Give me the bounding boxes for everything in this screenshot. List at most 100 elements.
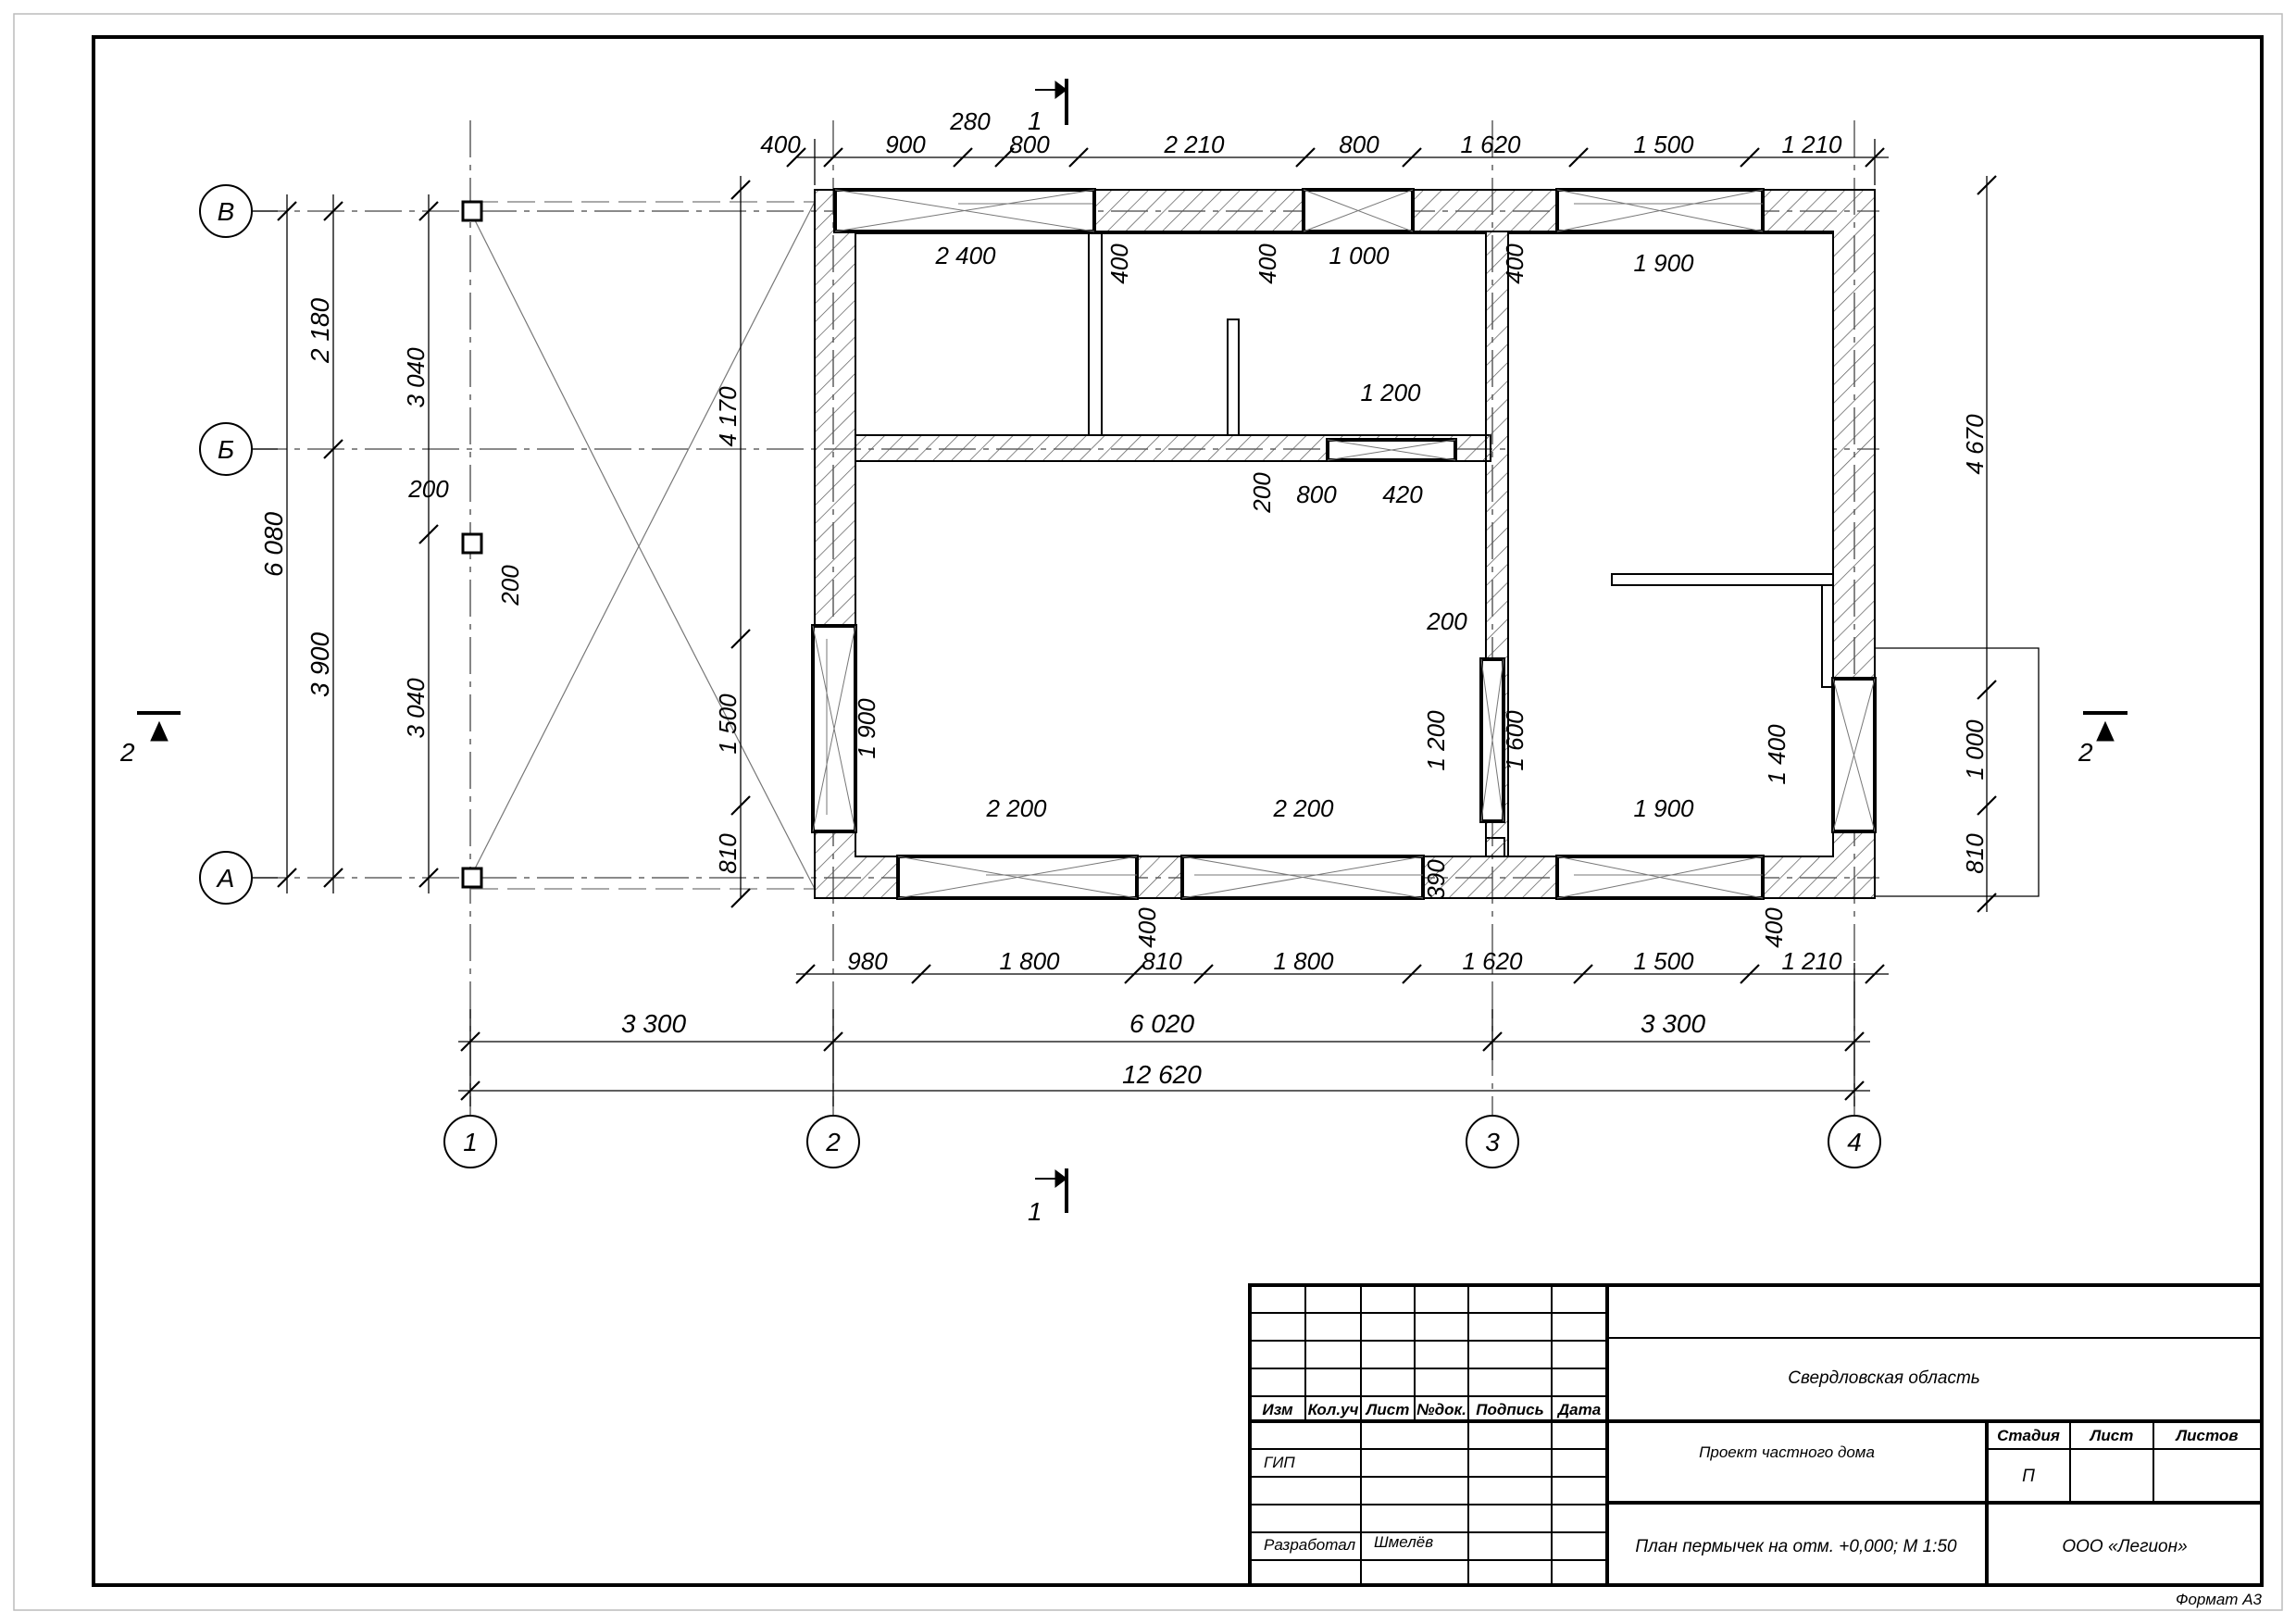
title-stage-value: П xyxy=(2022,1467,2035,1486)
title-author: Шмелёв xyxy=(1374,1533,1433,1551)
svg-text:4 670: 4 670 xyxy=(1961,414,1989,475)
dims-right: 4 670 1 000 810 xyxy=(1961,414,1989,874)
frame-border xyxy=(92,35,2264,1587)
svg-text:3 300: 3 300 xyxy=(1641,1009,1705,1038)
svg-text:400: 400 xyxy=(1105,244,1133,284)
axis-label-2: 2 xyxy=(825,1128,841,1156)
svg-text:Изм: Изм xyxy=(1262,1401,1293,1418)
svg-text:390: 390 xyxy=(1422,859,1450,900)
canopy-posts xyxy=(461,200,483,889)
svg-text:№док.: №док. xyxy=(1416,1401,1466,1418)
thin-partitions xyxy=(1088,232,1834,688)
svg-text:810: 810 xyxy=(1961,833,1989,874)
svg-text:Кол.уч: Кол.уч xyxy=(1308,1401,1359,1418)
axis-label-b: Б xyxy=(218,435,234,464)
svg-text:1 500: 1 500 xyxy=(1633,131,1694,158)
svg-text:1 500: 1 500 xyxy=(1633,947,1694,975)
title-stage-label: Стадия xyxy=(1997,1427,2060,1444)
dims-inner: 2 400 400 400 1 000 400 1 900 1 200 200 … xyxy=(853,242,1791,948)
dims-left: 6 080 2 180 3 900 3 040 3 040 200 200 4 … xyxy=(259,298,742,874)
dimension-ticks xyxy=(277,147,1997,1101)
title-sheet-label: Лист xyxy=(2089,1427,2134,1444)
svg-text:810: 810 xyxy=(714,833,742,874)
section-2-left: 2 xyxy=(119,738,135,767)
axis-label-1: 1 xyxy=(463,1128,478,1156)
svg-text:3 040: 3 040 xyxy=(402,347,430,408)
svg-text:1 900: 1 900 xyxy=(1633,794,1694,822)
svg-text:2 400: 2 400 xyxy=(934,242,996,269)
walls xyxy=(814,189,1876,899)
svg-text:1 400: 1 400 xyxy=(1763,724,1791,785)
svg-text:2 180: 2 180 xyxy=(306,298,334,364)
svg-text:400: 400 xyxy=(1501,244,1529,284)
svg-text:800: 800 xyxy=(1009,131,1050,158)
svg-text:1 000: 1 000 xyxy=(1961,719,1989,781)
svg-text:200: 200 xyxy=(496,565,524,606)
svg-text:3 900: 3 900 xyxy=(306,632,334,697)
dims-top: 400 900 280 800 2 210 800 1 620 1 500 1 … xyxy=(760,107,1842,158)
axis-label-3: 3 xyxy=(1485,1128,1500,1156)
svg-text:200: 200 xyxy=(407,475,449,503)
section-marks xyxy=(137,79,2128,1213)
title-sheets-label: Листов xyxy=(2174,1427,2238,1444)
svg-text:1 900: 1 900 xyxy=(1633,249,1694,277)
svg-text:810: 810 xyxy=(1142,947,1182,975)
svg-text:1 200: 1 200 xyxy=(1360,379,1421,406)
svg-text:980: 980 xyxy=(847,947,888,975)
svg-text:1 210: 1 210 xyxy=(1781,947,1842,975)
title-drawing: План пермычек на отм. +0,000; М 1:50 xyxy=(1635,1537,1957,1556)
section-2-right: 2 xyxy=(2078,738,2093,767)
svg-text:2 200: 2 200 xyxy=(1272,794,1334,822)
axis-label-v: В xyxy=(218,197,235,226)
window-cross-lines xyxy=(812,189,1876,899)
svg-text:6 020: 6 020 xyxy=(1129,1009,1194,1038)
svg-text:1 600: 1 600 xyxy=(1501,710,1529,771)
dims-bottom-axes: 3 300 6 020 3 300 12 620 xyxy=(621,1009,1705,1089)
axis-label-a: А xyxy=(216,864,235,893)
svg-text:Лист: Лист xyxy=(1365,1401,1410,1418)
svg-text:800: 800 xyxy=(1296,481,1337,508)
svg-text:1 210: 1 210 xyxy=(1781,131,1842,158)
title-block-headers: Изм Кол.уч Лист №док. Подпись Дата xyxy=(1262,1401,1601,1418)
title-gip: ГИП xyxy=(1264,1454,1295,1471)
title-block xyxy=(1248,1283,2264,1587)
axis-bubbles xyxy=(199,184,1881,1168)
svg-text:1 620: 1 620 xyxy=(1460,131,1521,158)
title-company: ООО «Легион» xyxy=(2062,1537,2187,1556)
svg-text:420: 420 xyxy=(1382,481,1423,508)
dims-bottom-row1: 980 1 800 810 1 800 1 620 1 500 1 210 xyxy=(847,947,1842,975)
svg-text:3 040: 3 040 xyxy=(402,678,430,739)
svg-text:200: 200 xyxy=(1248,472,1276,514)
svg-text:400: 400 xyxy=(1760,907,1788,948)
svg-text:3 300: 3 300 xyxy=(621,1009,686,1038)
svg-text:400: 400 xyxy=(1133,907,1161,948)
title-region: Свердловская область xyxy=(1788,1368,1980,1388)
svg-text:12 620: 12 620 xyxy=(1122,1060,1202,1089)
svg-text:4 170: 4 170 xyxy=(714,386,742,447)
svg-text:1 500: 1 500 xyxy=(714,693,742,755)
outer-trim-border xyxy=(13,13,2283,1611)
canopy-outline xyxy=(469,201,816,890)
svg-text:Подпись: Подпись xyxy=(1476,1401,1543,1418)
svg-text:Дата: Дата xyxy=(1556,1401,1601,1418)
svg-text:6 080: 6 080 xyxy=(259,512,288,577)
svg-text:1 200: 1 200 xyxy=(1422,710,1450,771)
title-project: Проект частного дома xyxy=(1699,1443,1875,1461)
svg-text:1 000: 1 000 xyxy=(1329,242,1390,269)
svg-text:2 200: 2 200 xyxy=(985,794,1047,822)
svg-text:1 800: 1 800 xyxy=(1273,947,1334,975)
svg-text:200: 200 xyxy=(1426,607,1467,635)
svg-text:1 620: 1 620 xyxy=(1462,947,1523,975)
svg-text:1 900: 1 900 xyxy=(853,698,880,759)
section-1-bottom: 1 xyxy=(1028,1197,1042,1226)
svg-text:400: 400 xyxy=(760,131,801,158)
format-label: Формат А3 xyxy=(2176,1591,2263,1608)
svg-text:1 800: 1 800 xyxy=(999,947,1060,975)
axis-label-4: 4 xyxy=(1847,1128,1862,1156)
svg-text:2 210: 2 210 xyxy=(1163,131,1225,158)
title-developed: Разработал xyxy=(1264,1536,1355,1554)
svg-text:900: 900 xyxy=(885,131,926,158)
svg-text:800: 800 xyxy=(1339,131,1379,158)
svg-text:400: 400 xyxy=(1254,244,1281,284)
